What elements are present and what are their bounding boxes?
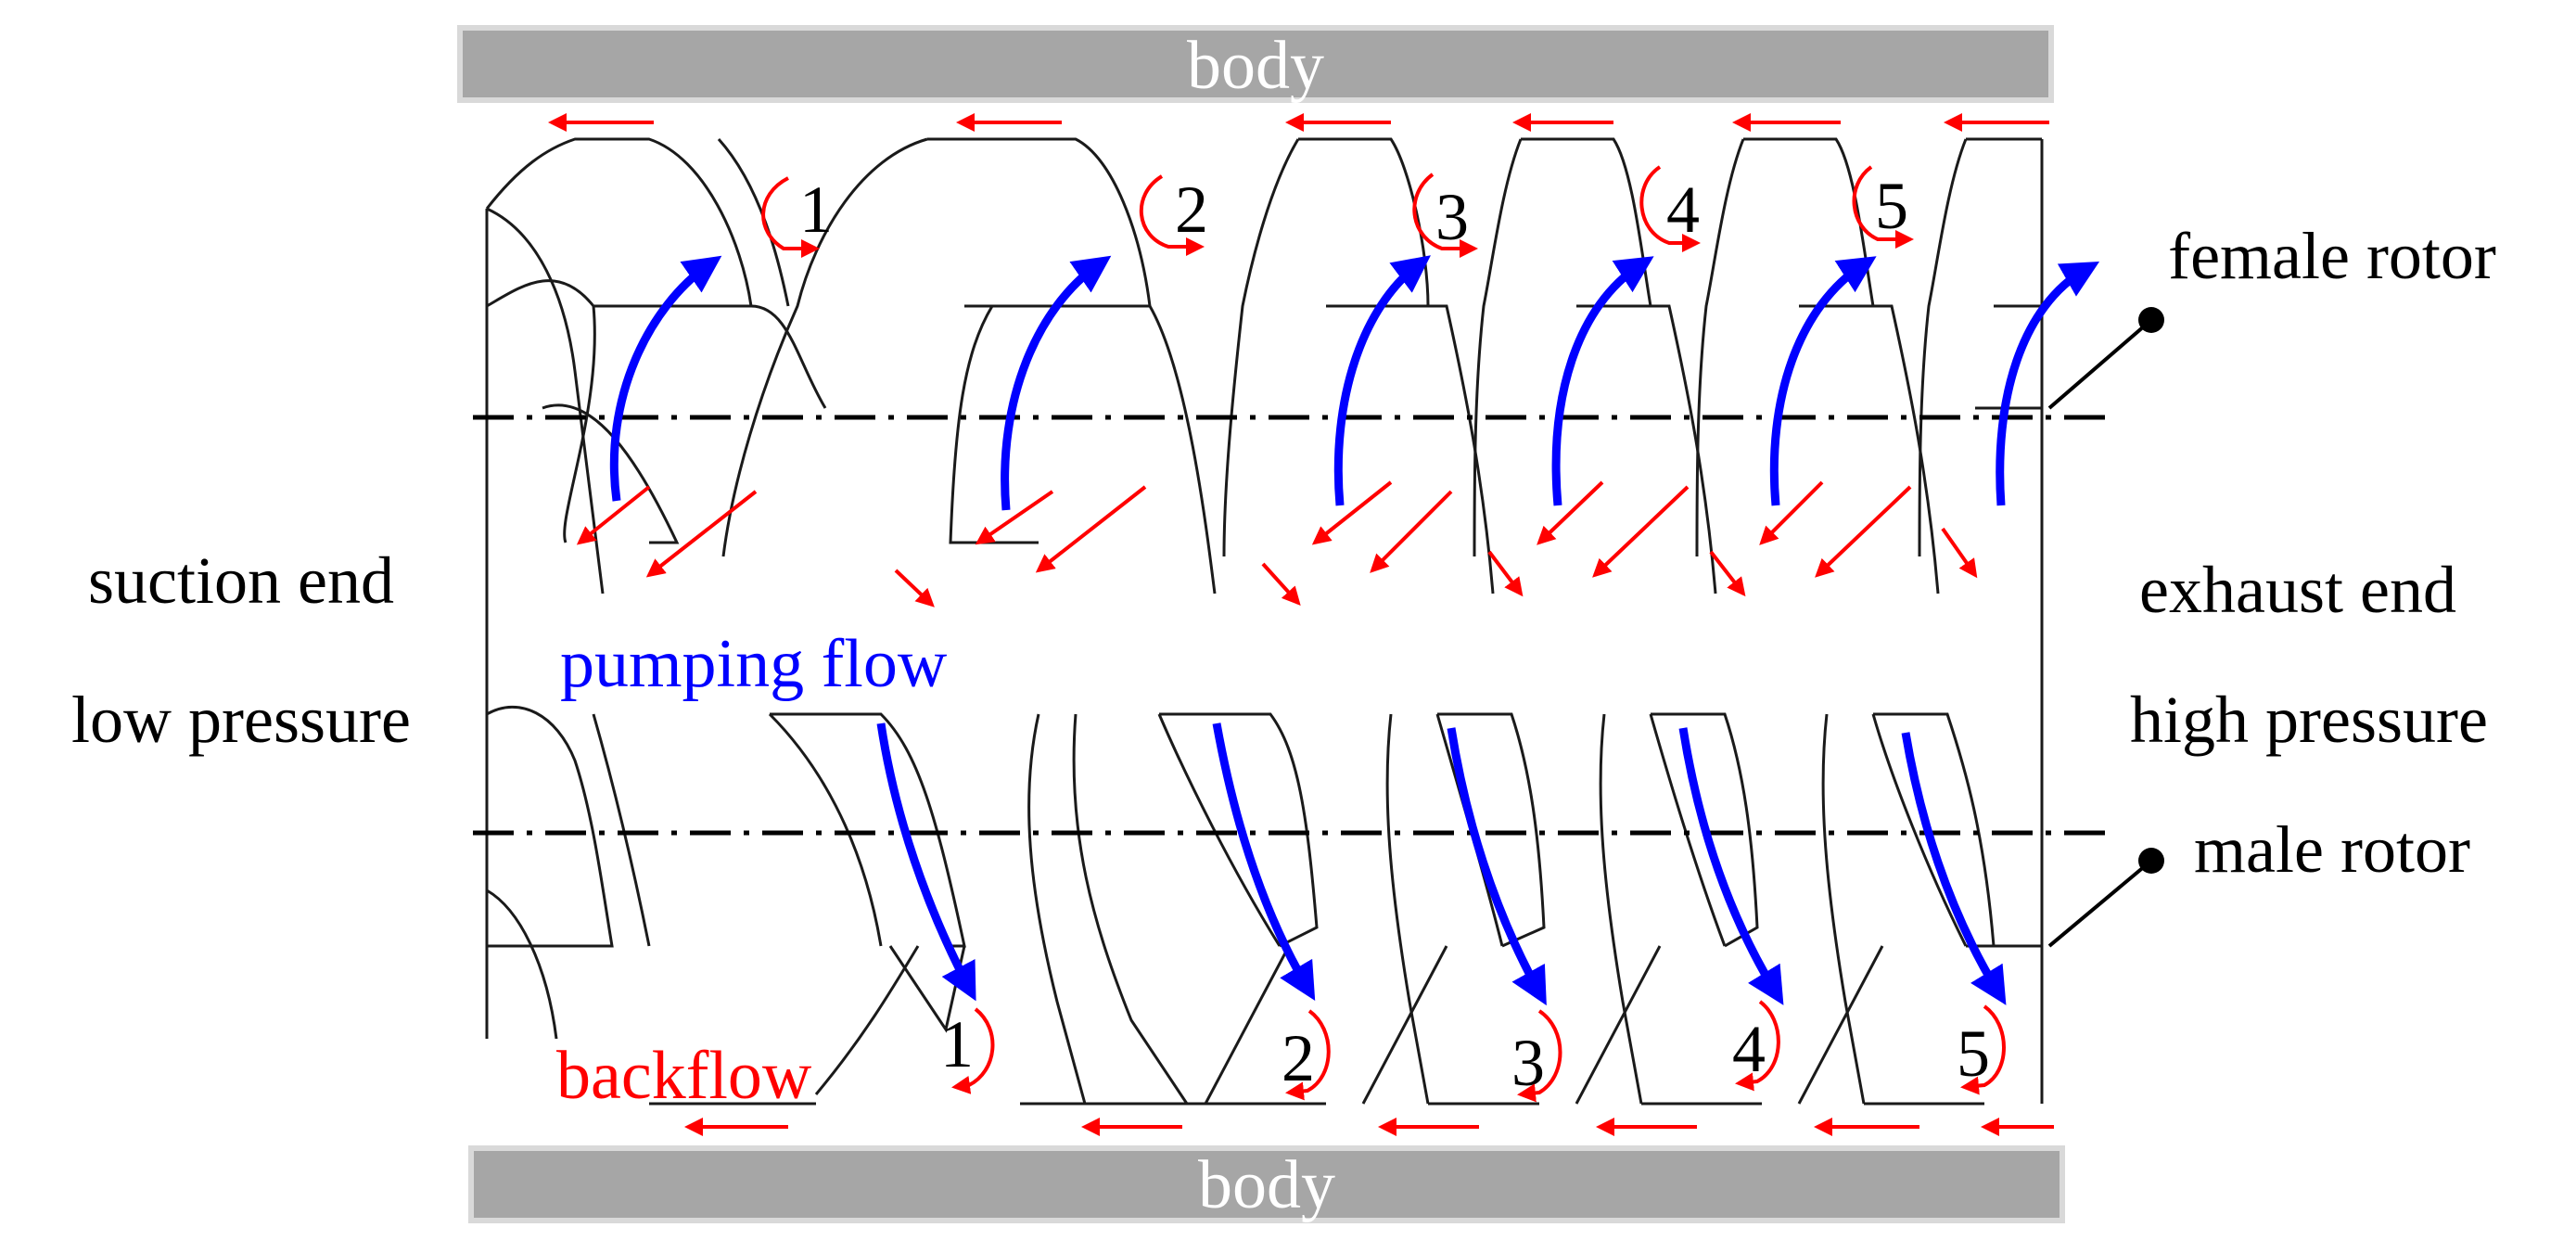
- top-number-2: 2: [1175, 173, 1208, 247]
- bottom-number-1: 1: [940, 1007, 974, 1081]
- pumping-flow-label: pumping flow: [560, 626, 948, 702]
- exhaust-end-label: exhaust end: [2139, 553, 2456, 627]
- low-pressure-label: low pressure: [71, 683, 411, 757]
- body-bottom: body: [468, 1145, 2065, 1223]
- top-chamber-numbers: 1 2 3 4 5: [799, 169, 1908, 254]
- bottom-chamber-numbers: 1 2 3 4 5: [940, 1007, 1990, 1100]
- bottom-number-4: 4: [1732, 1012, 1766, 1086]
- male-rotor-label: male rotor: [2194, 812, 2470, 887]
- top-number-5: 5: [1875, 169, 1908, 243]
- female-rotor-label: female rotor: [2168, 219, 2496, 293]
- bottom-curl-arrows: [951, 1000, 2006, 1103]
- rotor-leaders: [2047, 307, 2164, 948]
- male-rotor: [486, 705, 2042, 1106]
- female-leader-dot: [2138, 307, 2164, 333]
- leakage-arrows: [576, 480, 1978, 607]
- high-pressure-label: high pressure: [2130, 683, 2488, 757]
- pumping-flow-arrows-top: [609, 255, 2100, 511]
- bottom-number-5: 5: [1957, 1016, 1990, 1091]
- female-rotor: [485, 137, 2042, 595]
- bottom-number-3: 3: [1511, 1026, 1545, 1100]
- top-number-4: 4: [1666, 173, 1700, 247]
- top-number-3: 3: [1435, 180, 1469, 254]
- male-leader-dot: [2138, 848, 2164, 874]
- rotor-assembly: [485, 137, 2044, 1106]
- body-top-label: body: [1187, 28, 1324, 104]
- backflow-label: backflow: [556, 1038, 812, 1114]
- bottom-number-2: 2: [1282, 1021, 1315, 1095]
- top-curl-arrows: [761, 165, 1914, 258]
- body-bottom-label: body: [1198, 1147, 1335, 1223]
- top-number-1: 1: [799, 173, 833, 247]
- pumping-flow-arrows-bottom: [876, 722, 2007, 1006]
- suction-end-label: suction end: [88, 543, 394, 618]
- body-top: body: [457, 25, 2054, 104]
